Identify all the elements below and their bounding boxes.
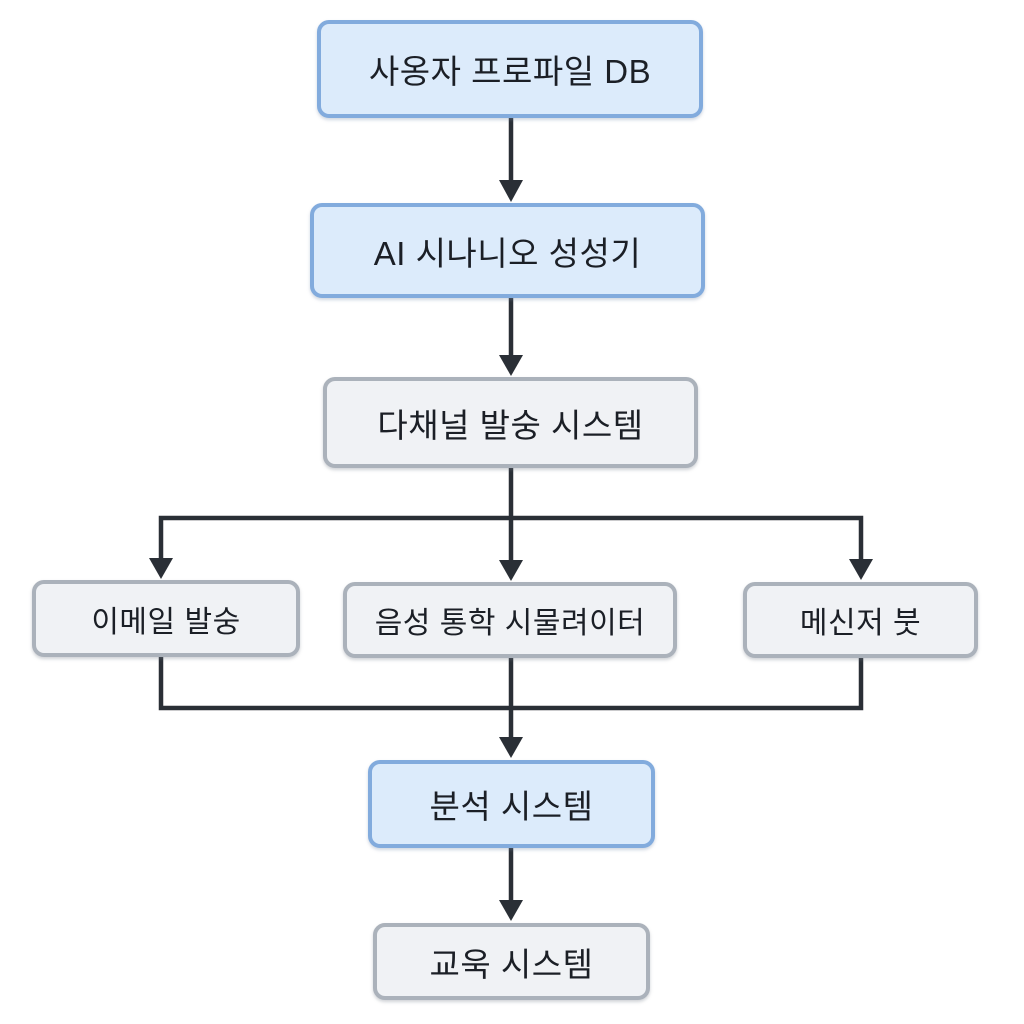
arrowhead-to-simulator <box>499 560 523 581</box>
flowchart-node-voice-call-simulator: 음성 통학 시물려이터 <box>343 582 677 658</box>
flowchart-node-multichannel-dispatch: 다채널 발숭 시스템 <box>323 377 698 468</box>
arrowhead-to-dispatch <box>499 355 523 376</box>
arrowhead-to-analysis <box>499 737 523 758</box>
edge-branch-bar <box>158 515 864 561</box>
arrowhead-to-education <box>499 900 523 921</box>
flowchart-node-education-system: 교욱 시스템 <box>373 923 650 1000</box>
edge-converge-bar <box>158 657 864 711</box>
arrowhead-to-generator <box>499 180 523 202</box>
flowchart-node-messenger-bot: 메신저 붓 <box>743 582 978 658</box>
flowchart-node-user-profile-db: 사옹자 프로파일 DB <box>317 20 703 118</box>
flowchart-node-ai-scenario-generator: AI 시나니오 성성기 <box>310 203 705 298</box>
flowchart-node-email-dispatch: 이메일 발숭 <box>32 580 300 657</box>
arrowhead-to-email <box>149 558 173 579</box>
arrowhead-to-messenger <box>849 559 873 580</box>
flowchart-node-analysis-system: 분석 시스템 <box>368 760 655 848</box>
